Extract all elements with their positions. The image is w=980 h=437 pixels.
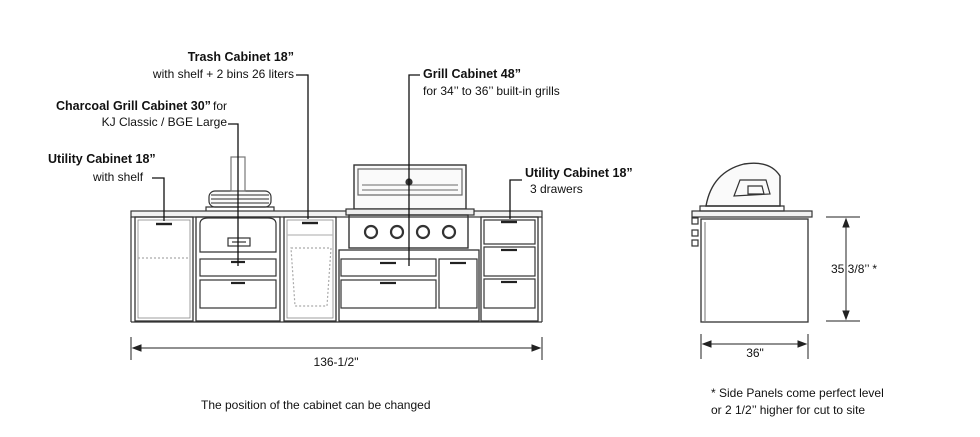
utility-cabinet-right-description: 3 drawers (530, 182, 583, 196)
side-panels-note-line-2: or 2 1/2’’ higher for cut to site (711, 403, 866, 417)
grill-side-profile (705, 162, 781, 207)
side-panels-note-line-1: * Side Panels come perfect level (711, 386, 884, 400)
leader-lines (152, 74, 522, 266)
utility-cabinet-left-title: Utility Cabinet 18” (48, 152, 156, 166)
utility-cabinet-right-title: Utility Cabinet 18” (525, 166, 633, 180)
trash-cabinet-title: Trash Cabinet 18” (187, 50, 294, 64)
front-elevation (130, 156, 543, 323)
width-dimension-line (130, 337, 543, 360)
side-depth-label: 36" (746, 346, 764, 360)
position-note: The position of the cabinet can be chang… (201, 398, 431, 412)
utility-cabinet-left-description: with shelf (93, 170, 144, 184)
utility-cabinet-right (480, 216, 539, 322)
grill-cabinet (338, 164, 480, 322)
charcoal-grill-cabinet-for: for (213, 99, 228, 113)
built-in-grill-hood (353, 164, 467, 210)
depth-dimension-line (700, 334, 809, 359)
height-dimension-line (826, 216, 860, 322)
trash-cabinet (283, 216, 337, 322)
charcoal-grill-cabinet-description: KJ Classic / BGE Large (101, 115, 227, 129)
side-elevation (691, 162, 813, 323)
countertop (130, 210, 543, 218)
trash-cabinet-description: with shelf + 2 bins 26 liters (152, 67, 294, 81)
utility-cabinet-left (134, 216, 194, 322)
charcoal-grill-cabinet-title: Charcoal Grill Cabinet 30” (56, 99, 211, 113)
total-width-label: 136-1/2" (313, 355, 359, 369)
grill-cabinet-description: for 34’’ to 36’’ built-in grills (423, 84, 560, 98)
side-height-label: 35 3/8’’ * (831, 262, 878, 276)
grill-cabinet-title: Grill Cabinet 48” (423, 67, 521, 81)
